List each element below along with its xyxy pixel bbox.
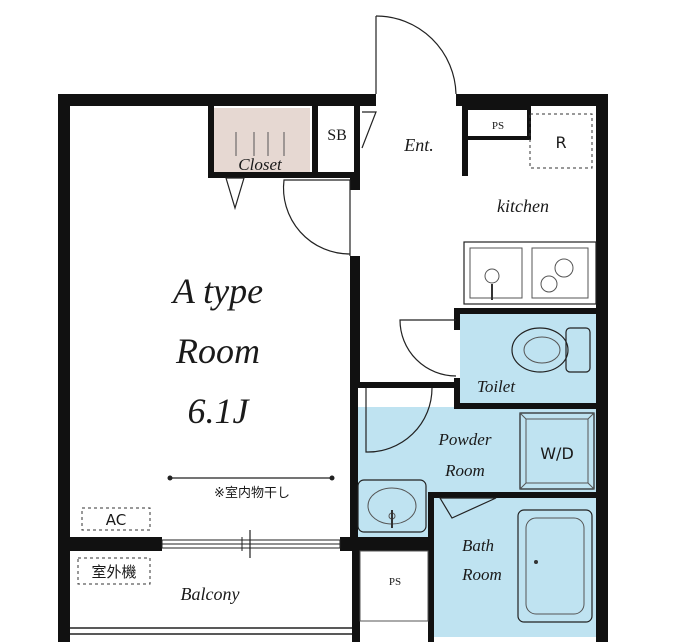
washer-label: W/D	[540, 444, 574, 463]
kitchen-counter	[463, 241, 597, 305]
wash-basin-icon	[357, 479, 427, 533]
powder-room-label-1: Powder	[438, 430, 492, 449]
drying-pole	[167, 475, 335, 481]
refrigerator-space	[529, 113, 593, 169]
toilet-label: Toilet	[477, 377, 516, 396]
balcony-outline	[70, 627, 352, 635]
outdoor-unit-box	[77, 557, 151, 585]
washer-pan-icon	[519, 412, 595, 490]
balcony-label: Balcony	[181, 584, 240, 604]
kitchen-label: kitchen	[497, 196, 549, 216]
toilet-fixture-icon	[511, 327, 591, 373]
ps-top-label: PS	[492, 120, 504, 132]
closet-rod	[235, 132, 285, 156]
room-door	[282, 179, 351, 256]
entrance-door	[375, 15, 457, 95]
closet-door	[225, 177, 245, 211]
stove-icon	[531, 247, 589, 299]
bathtub-icon	[517, 509, 593, 623]
bath-room-label-2: Room	[461, 565, 502, 584]
ps-bottom-box	[359, 550, 429, 622]
toilet-door	[399, 319, 457, 377]
ps-bottom-label: PS	[389, 576, 401, 588]
indoor-drying-label: ※室内物干し	[214, 485, 290, 501]
shoe-box-door	[361, 111, 377, 149]
balcony-sliding-door	[161, 530, 341, 558]
room-name-label: Room	[175, 331, 260, 371]
ac-label: AC	[106, 511, 126, 529]
closet-floor	[212, 108, 310, 174]
powder-room-door	[365, 387, 433, 453]
room-type-label: A type	[171, 271, 263, 311]
closet-label: Closet	[238, 155, 283, 174]
ac-unit-box	[81, 507, 151, 531]
bath-door	[438, 497, 497, 519]
entrance-label: Ent.	[403, 135, 434, 155]
outdoor-unit-label: 室外機	[91, 563, 136, 581]
bath-room-label-1: Bath	[462, 536, 494, 555]
powder-room-label-2: Room	[444, 461, 485, 480]
walls	[58, 94, 608, 642]
room-size-label: 6.1J	[188, 391, 251, 431]
refrigerator-label: R	[555, 133, 566, 152]
shoe-box-label: SB	[327, 127, 347, 144]
